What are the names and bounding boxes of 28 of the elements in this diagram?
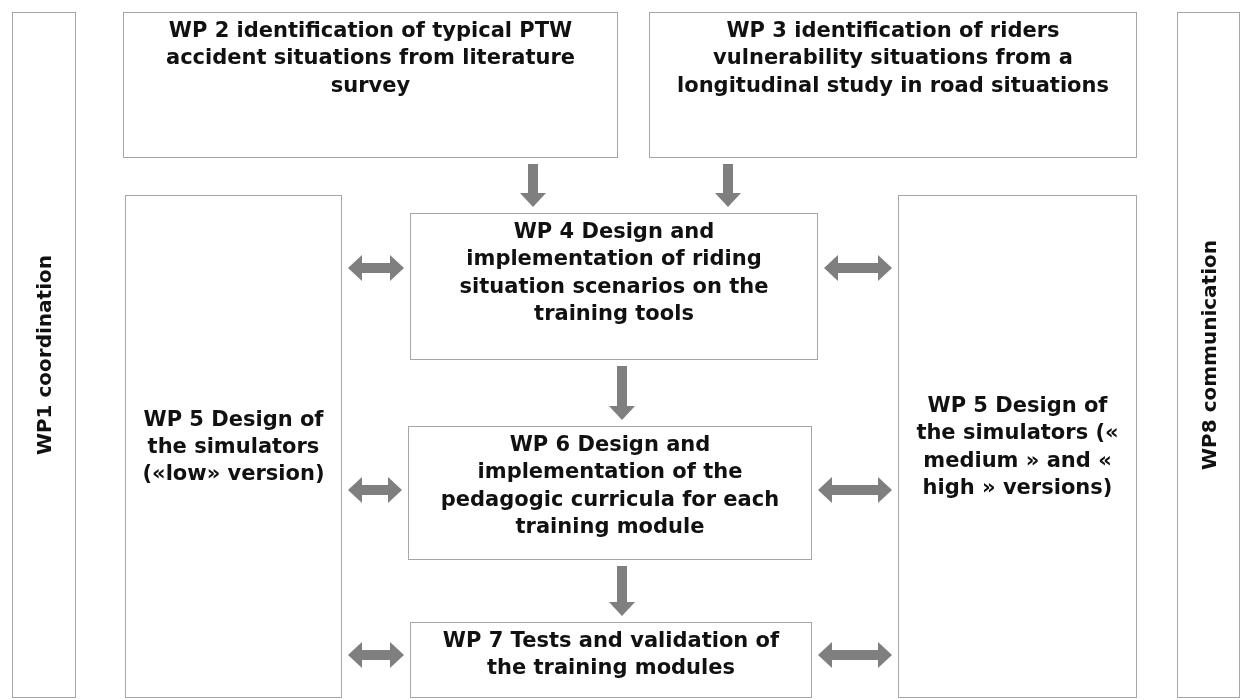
box-text: WP 6 Design and implementation of the pedagogic curricula for each training module [439,431,781,540]
process-box [898,195,1137,698]
arrow [818,477,892,503]
band-label: WP1 coordination [32,254,56,456]
arrow [520,164,546,207]
arrow [715,164,741,207]
box-text: WP 3 identification of riders vulnerability situations from a longitudinal study in road situations [676,17,1110,99]
arrow [818,642,892,668]
process-box [410,213,818,360]
box-text: WP 5 Design of the simulators (« medium » and « high » versions) [915,391,1120,501]
arrow [609,366,635,420]
box-text: WP 7 Tests and validation of the training modules [441,627,781,682]
side-band [1177,12,1240,698]
box-text: WP 5 Design of the simulators («low» version) [141,405,326,488]
process-box [408,426,812,560]
process-box [410,622,812,698]
arrow [348,642,404,668]
box-text: WP 2 identification of typical PTW accident situations from literature survey [165,17,576,99]
process-box [125,195,342,698]
side-band [12,12,76,698]
arrow [348,255,404,281]
arrow [348,477,402,503]
band-label: WP8 communication [1196,240,1221,470]
process-box [649,12,1137,158]
box-text: WP 4 Design and implementation of riding situation scenarios on the training tools [458,218,770,327]
arrow [609,566,635,616]
arrow [824,255,892,281]
process-box [123,12,618,158]
